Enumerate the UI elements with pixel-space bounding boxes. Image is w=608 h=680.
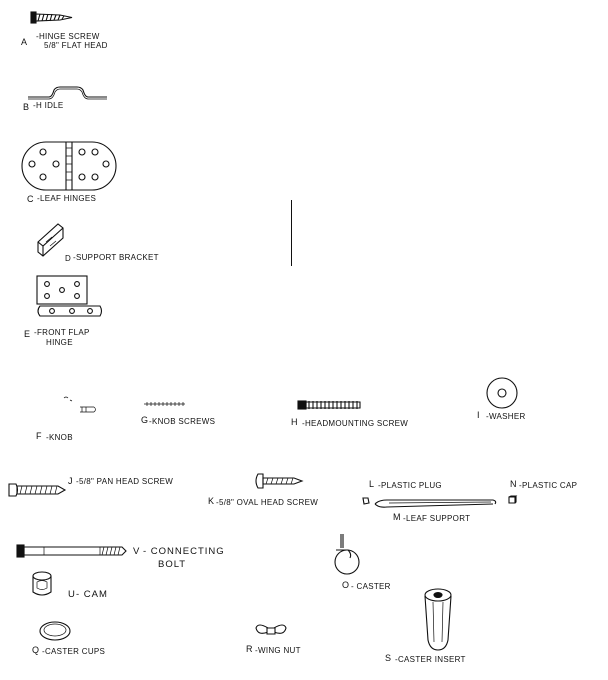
part-c-label: -LEAF HINGES xyxy=(37,194,97,203)
plastic-cap-drawing xyxy=(507,495,518,505)
part-b-label: -H IDLE xyxy=(33,101,64,110)
caster-drawing xyxy=(332,532,364,578)
plastic-plug-drawing xyxy=(361,496,371,506)
part-i-label: -WASHER xyxy=(486,412,526,421)
part-a-letter: A xyxy=(21,37,28,47)
handle-drawing xyxy=(27,86,109,100)
part-q-letter: Q xyxy=(32,645,40,655)
part-d-label: -SUPPORT BRACKET xyxy=(73,253,159,262)
connecting-bolt-drawing xyxy=(16,544,128,558)
part-u-label: - CAM xyxy=(76,589,108,600)
part-f-letter: F xyxy=(36,431,42,441)
knob-drawing xyxy=(60,394,100,416)
part-u-letter: U xyxy=(68,589,76,600)
part-n-label: -PLASTIC CAP xyxy=(519,481,578,490)
part-o-label: - CASTER xyxy=(351,582,391,591)
hinge-screw-drawing xyxy=(30,10,75,26)
washer-drawing xyxy=(484,375,520,411)
part-v-sublabel: BOLT xyxy=(158,559,187,570)
part-h-letter: H xyxy=(291,417,298,427)
part-j-label: -5/8" PAN HEAD SCREW xyxy=(76,477,174,486)
headmounting-screw-drawing xyxy=(297,398,363,412)
part-s-letter: S xyxy=(385,653,392,663)
part-e-label: -FRONT FLAP xyxy=(34,328,90,337)
wing-nut-drawing xyxy=(254,620,288,638)
part-q-label: -CASTER CUPS xyxy=(42,647,106,656)
part-a-sublabel: 5/8" FLAT HEAD xyxy=(44,41,108,50)
part-d-letter: D xyxy=(65,254,72,263)
part-s-label: -CASTER INSERT xyxy=(395,655,466,664)
part-n-letter: N xyxy=(510,479,517,489)
pan-head-screw-drawing xyxy=(8,482,67,498)
part-k-letter: K xyxy=(208,496,215,506)
part-j-letter: J xyxy=(68,476,73,486)
part-g-label: -KNOB SCREWS xyxy=(149,417,216,426)
caster-insert-drawing xyxy=(416,588,460,654)
part-v-letter: V xyxy=(133,546,141,557)
part-v-label: - CONNECTING xyxy=(143,546,225,557)
caster-cup-drawing xyxy=(38,620,72,642)
part-l-label: -PLASTIC PLUG xyxy=(378,481,442,490)
part-a-label: -HINGE SCREW xyxy=(36,32,100,41)
part-l-letter: L xyxy=(369,479,375,489)
cam-drawing xyxy=(30,570,54,600)
part-e-letter: E xyxy=(24,329,31,339)
part-k-label: -5/8" OVAL HEAD SCREW xyxy=(216,498,319,507)
leaf-hinge-drawing xyxy=(20,140,120,192)
support-bracket-drawing xyxy=(36,222,66,262)
part-m-letter: M xyxy=(393,512,401,522)
part-o-letter: O xyxy=(342,580,350,590)
front-flap-hinge-drawing xyxy=(34,274,104,324)
part-m-label: -LEAF SUPPORT xyxy=(403,514,471,523)
part-b-letter: B xyxy=(23,102,30,112)
vertical-rule xyxy=(291,200,292,266)
knob-screw-drawing xyxy=(143,400,187,408)
part-f-label: -KNOB xyxy=(46,433,73,442)
leaf-support-drawing xyxy=(373,496,499,512)
part-i-letter: I xyxy=(477,410,480,420)
part-r-letter: R xyxy=(246,644,253,654)
part-c-letter: C xyxy=(27,194,34,204)
part-g-letter: G xyxy=(141,415,149,425)
oval-head-screw-drawing xyxy=(255,473,304,489)
part-r-label: -WING NUT xyxy=(255,646,301,655)
part-e-sublabel: HINGE xyxy=(46,338,73,347)
part-h-label: -HEADMOUNTING SCREW xyxy=(302,419,409,428)
